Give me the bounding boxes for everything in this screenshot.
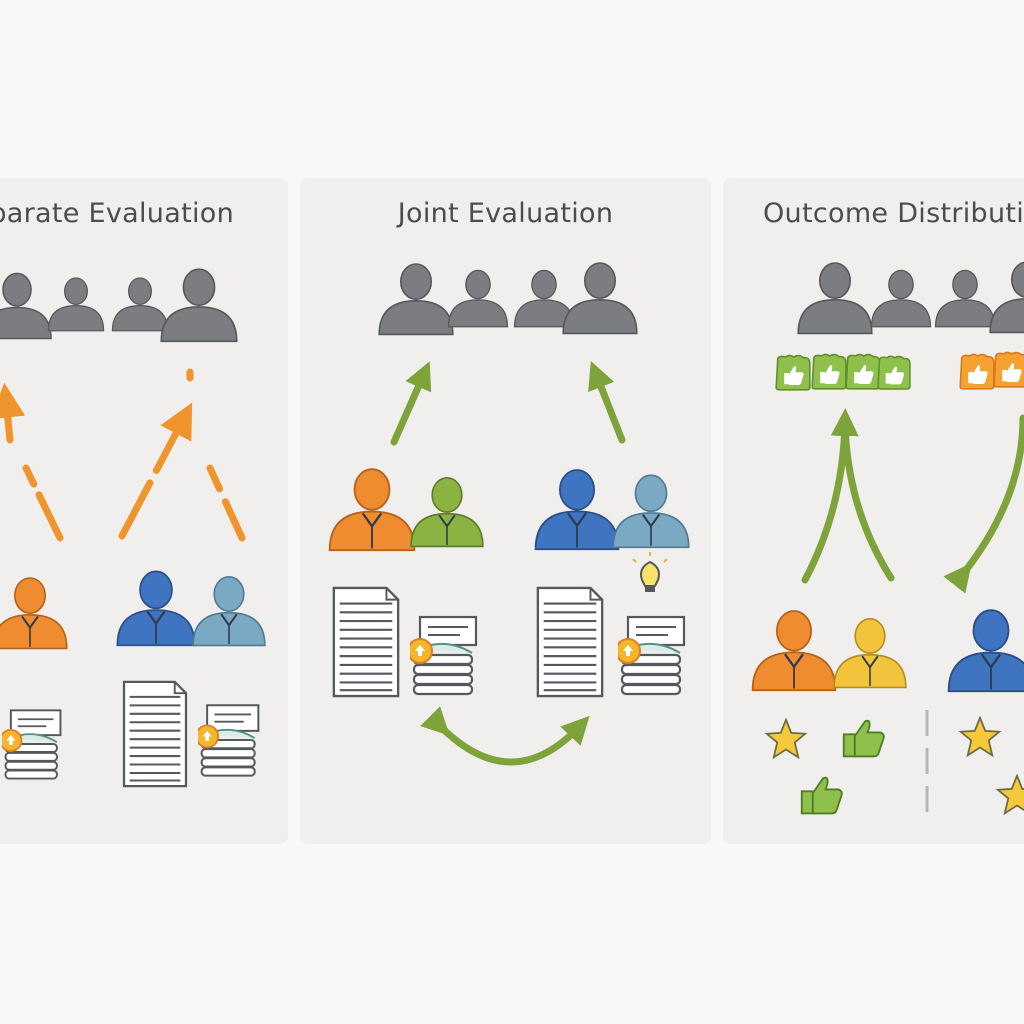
candidate-pair-left xyxy=(751,609,908,692)
candidate-pair-left xyxy=(0,576,68,650)
lightbulb-icon xyxy=(632,552,668,592)
star-icon xyxy=(959,716,1001,757)
outcome-distribution-panel: Outcome Distributi xyxy=(723,178,1024,844)
separate-evaluation-panel: parate Evaluation xyxy=(0,178,288,844)
joint-evaluation-illustration xyxy=(328,262,690,766)
candidate-pair-right xyxy=(534,468,690,551)
star-icon xyxy=(996,774,1024,815)
star-icon xyxy=(765,718,807,759)
evaluator-group xyxy=(378,262,638,336)
thumbs-up-icon xyxy=(842,719,885,758)
application-stack xyxy=(618,615,686,696)
evaluator-group xyxy=(797,261,1024,335)
approval-badges-green xyxy=(775,353,912,391)
panel-title: parate Evaluation xyxy=(0,198,234,229)
candidate-right xyxy=(947,608,1024,693)
green-arrows xyxy=(390,360,626,446)
document-icon xyxy=(332,586,400,698)
application-stack xyxy=(2,709,62,780)
joint-evaluation-panel: Joint Evaluation xyxy=(300,178,711,844)
application-stack xyxy=(198,704,260,777)
comparison-double-arrow xyxy=(420,706,590,766)
panel-title: Outcome Distributi xyxy=(763,198,1024,229)
candidate-pair-left xyxy=(328,468,485,552)
application-stack xyxy=(410,615,478,696)
thumbs-up-icon xyxy=(800,776,843,815)
panel-title: Joint Evaluation xyxy=(397,198,614,229)
candidate-pair-right xyxy=(116,570,266,647)
document-icon xyxy=(536,586,604,698)
green-arrows xyxy=(801,408,1024,594)
document-icon xyxy=(122,680,188,788)
evaluator-group xyxy=(0,268,238,343)
separate-evaluation-illustration xyxy=(0,268,266,788)
outcome-distribution-illustration xyxy=(751,261,1024,818)
approval-badges-orange xyxy=(959,351,1024,390)
orange-arrows xyxy=(0,368,246,542)
